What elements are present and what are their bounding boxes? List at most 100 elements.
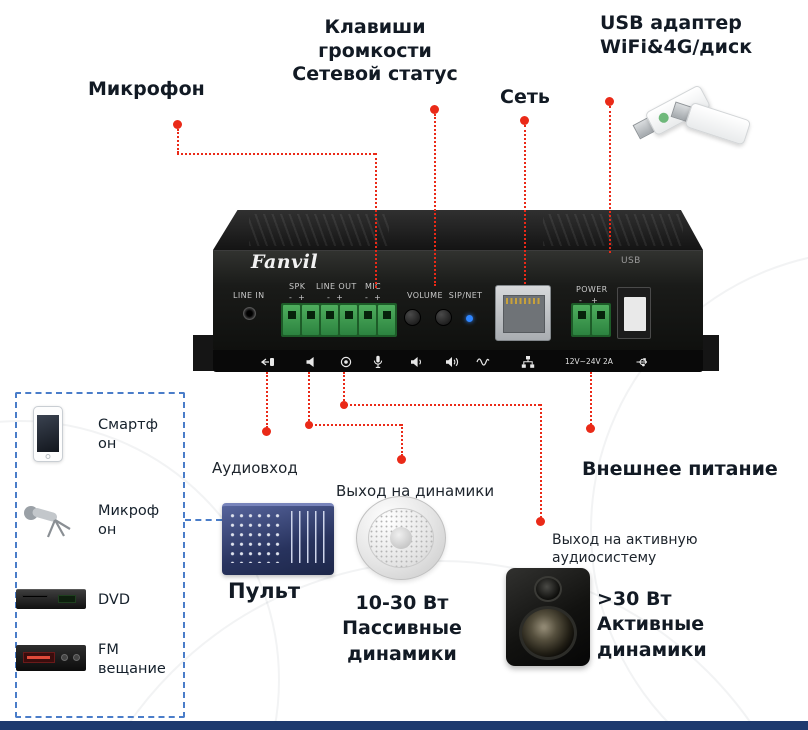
connector-line [524,125,526,284]
connector-dot-active-output [536,517,545,526]
fm-display [23,652,55,663]
source-label-dvd: DVD [98,592,130,608]
label-passive-line3: динамики [347,642,457,665]
line-out-polarity: - + [327,293,344,302]
mounting-ear-left [193,335,215,371]
ceiling-speaker-image [356,496,446,580]
spk-polarity: - + [289,293,306,302]
terminal-cell [321,305,338,335]
callout-usb-line2: WiFi&4G/диск [600,35,753,58]
label-mixer: Пульт [228,579,301,603]
usb-port-label: USB [621,256,641,266]
smartphone-image [33,406,63,462]
connector-line [401,424,403,456]
label-passive-line2: Пассивные [342,617,462,640]
connector-line [434,114,436,286]
terminal-cell [359,305,376,335]
power-terminal-block [571,303,611,337]
source-label-microphone: Микрофон [98,503,160,538]
callout-volume-network-status: Клавиши громкости Сетевой статус [285,16,465,87]
speaker-woofer [519,606,577,660]
connector-dot-usb [605,97,614,106]
connector-dot-microphone [173,120,182,129]
callout-network: Сеть [500,86,550,108]
power-polarity: - + [579,296,599,305]
label-active-line1: >30 Вт [597,588,672,610]
source-label-fm: FM вещание [98,642,166,677]
usb-port [617,287,651,339]
connector-line [177,153,375,155]
sip-status-led [466,315,473,322]
speaker-grille [368,508,434,568]
connector-dot-network [520,116,529,125]
connector-line [343,404,540,406]
callout-active-output-line1: Выход на активную [552,532,698,548]
speaker-icon [305,354,319,368]
fm-knob [61,654,68,661]
connector-line [308,372,310,424]
active-speaker-image [506,568,590,666]
connector-line [590,372,592,425]
connector-line [308,424,401,426]
connector-dot-external-power [586,424,595,433]
connector-blue-mixer [185,519,222,521]
network-icon [521,354,535,368]
power-label: POWER [576,285,608,294]
dvd-display [58,595,76,603]
speaker-dome [390,527,412,549]
callout-speaker-output: Выход на динамики [336,482,495,500]
callout-usb-line1: USB адаптер [600,12,742,34]
microphone-image [20,498,78,546]
callout-audio-input: Аудиовход [212,459,298,477]
label-active-line3: динамики [597,638,707,661]
smartphone-screen [37,415,59,452]
mixer-knobs [228,511,284,563]
mic-label: MIC [365,282,382,291]
callout-volume-line2: громкости [318,39,432,62]
mixer-console-image [222,503,334,575]
connector-dot-volume-keys [430,105,439,114]
dongle-body [684,101,752,146]
connector-dot-audio-input [262,427,271,436]
connector-dot-spk-bend [305,421,313,429]
usb-icon [635,354,649,368]
speaker-tweeter [534,576,562,602]
audio-wave-icon [476,354,490,368]
speaker-wave2-icon [445,354,459,368]
connector-line [609,106,611,253]
brand-logo: Fanvil [251,251,319,273]
mixer-faders [288,511,328,563]
usb-port-tongue [624,297,646,331]
audio-terminal-block [281,303,397,337]
label-active-speakers: >30 Вт Активные динамики [597,587,707,663]
volume-sipnet-label: VOLUME SIP/NET [407,291,483,300]
vent-grooves [543,214,683,246]
device-top-face [213,210,703,250]
record-icon [339,354,353,368]
speaker-wave-icon [410,354,424,368]
line-in-label: LINE IN [233,291,265,300]
source-label-smartphone: Смартфон [98,417,158,452]
device-front-panel: Fanvil LINE IN SPK LINE OUT MIC - + - + … [213,250,703,350]
line-in-jack [243,307,256,320]
dvd-player-image [16,589,86,609]
fm-knob [73,654,80,661]
paging-gateway-device: Fanvil LINE IN SPK LINE OUT MIC - + - + … [193,210,719,372]
usb-4g-dongle [670,101,773,155]
line-out-label: LINE OUT [316,282,357,291]
volume-button [435,309,452,326]
connector-line [266,372,268,428]
label-passive-speakers: 10-30 Вт Пассивные динамики [328,591,476,667]
callout-external-power: Внешнее питание [582,458,778,480]
vent-grooves [249,214,389,246]
terminal-cell [573,305,590,335]
label-passive-line1: 10-30 Вт [355,592,449,614]
dvd-tray [22,595,48,598]
terminal-cell [283,305,300,335]
terminal-cell [592,305,609,335]
line-in-icon [260,354,275,368]
power-rating-label: 12V~24V 2A [565,357,613,366]
ethernet-port-pins [506,298,542,304]
audio-sources-box [15,392,185,718]
